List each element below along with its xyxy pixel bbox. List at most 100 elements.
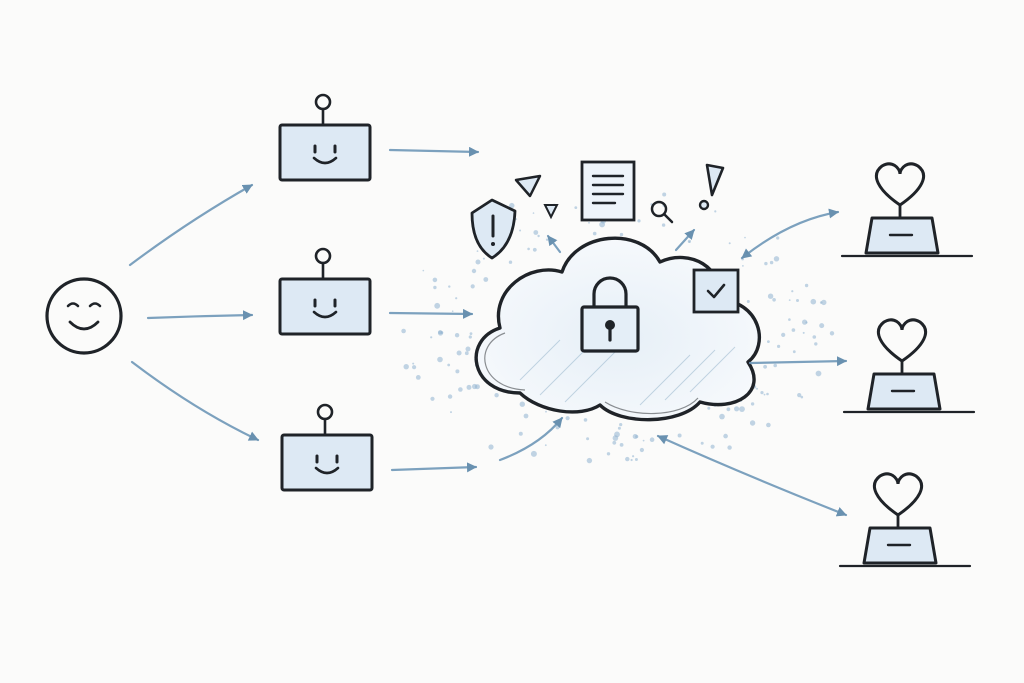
speckle-dot xyxy=(639,447,645,453)
speckle-dot xyxy=(519,401,525,407)
speckle-dot xyxy=(800,395,804,399)
arrow-to-cloud-base xyxy=(498,416,564,462)
speckle-dot xyxy=(819,301,823,304)
speckle-dot xyxy=(662,192,667,197)
speckle-dot xyxy=(403,364,409,370)
arrow-agent-bottom-to-cloud xyxy=(390,462,478,473)
speckle-dot xyxy=(617,426,621,430)
arrow-agent-middle-to-cloud xyxy=(388,308,474,319)
speckle-dot xyxy=(764,261,768,266)
speckle-dot xyxy=(458,387,463,392)
speckle-dot xyxy=(814,342,818,346)
cloud-hatching xyxy=(519,339,736,406)
speckle-dot xyxy=(763,393,766,396)
speckle-dot xyxy=(805,321,808,324)
speckle-dot xyxy=(687,239,692,243)
heart-device-icon xyxy=(840,162,974,258)
speckle-dot xyxy=(470,284,475,289)
speckle-dot xyxy=(464,351,469,356)
speckle-dot xyxy=(619,232,624,237)
speckle-dot xyxy=(433,285,437,290)
speckle-dot xyxy=(432,277,438,283)
user-face-icon xyxy=(45,277,123,355)
speckle-dot xyxy=(606,452,611,456)
arrow-user-to-agent-middle xyxy=(146,310,254,321)
speckle-dot xyxy=(434,302,441,309)
speckle-dot xyxy=(586,457,593,464)
speckle-dot xyxy=(781,332,786,337)
speckle-dot xyxy=(630,458,633,462)
speckle-dot xyxy=(649,437,655,443)
speckle-dot xyxy=(773,363,777,368)
speckle-dot xyxy=(777,344,781,348)
speckle-dot xyxy=(707,406,711,410)
arrow-agent-top-to-cloud xyxy=(388,146,480,157)
speckle-dot xyxy=(815,370,822,377)
speckle-dot xyxy=(494,393,499,398)
speckle-dot xyxy=(412,365,417,370)
speckle-dot xyxy=(451,310,454,313)
speckle-dot xyxy=(746,300,750,303)
speckle-dot xyxy=(788,318,791,321)
speckle-dot xyxy=(469,332,473,335)
speckle-dot xyxy=(767,340,770,343)
checkbox-icon xyxy=(692,268,740,314)
speckle-dot xyxy=(592,231,597,236)
speckle-dot xyxy=(456,350,462,356)
speckle-dot xyxy=(726,407,731,412)
speckle-dot xyxy=(760,391,764,395)
speckle-dot xyxy=(635,435,639,439)
speckle-dot xyxy=(766,422,771,428)
arrow-user-to-agent-bottom xyxy=(130,360,260,442)
speckle-dot xyxy=(532,212,535,214)
speckle-dot xyxy=(634,458,638,461)
speckle-dot xyxy=(766,392,769,396)
speckle-dot xyxy=(537,234,540,238)
robot-agent-icon xyxy=(280,403,374,492)
speckle-dot xyxy=(448,285,451,288)
speckle-dot xyxy=(515,218,518,220)
speckle-dot xyxy=(527,247,530,251)
speckle-dot xyxy=(796,299,799,302)
speckle-dot xyxy=(450,411,452,414)
speckle-dot xyxy=(750,402,755,406)
speckle-dot xyxy=(619,443,624,447)
speckle-dot xyxy=(412,362,415,365)
speckle-dot xyxy=(642,439,645,442)
speckle-dot xyxy=(483,277,489,282)
speckle-dot xyxy=(545,238,549,241)
speckle-dot xyxy=(773,256,780,262)
speckle-dot xyxy=(821,299,827,306)
robot-agent-icon xyxy=(278,247,372,336)
speckle-dot xyxy=(763,364,767,369)
robot-agent-icon xyxy=(278,93,372,182)
speckle-dot xyxy=(438,330,443,335)
speckle-dot xyxy=(565,416,570,421)
arrow-user-to-agent-top xyxy=(128,183,254,267)
arrow-cloud-recipient-bottom xyxy=(656,434,848,517)
speckle-dot xyxy=(532,247,537,252)
heart-device-icon xyxy=(842,318,976,414)
arrow-cloud-up-left xyxy=(546,234,562,254)
speckle-dot xyxy=(804,283,809,288)
speckle-dot xyxy=(482,257,485,260)
speckle-dot xyxy=(401,328,406,334)
warning-shield-icon xyxy=(470,198,517,260)
speckle-dot xyxy=(437,356,443,363)
speckle-dot xyxy=(719,413,725,420)
speckle-dot xyxy=(422,269,425,272)
heart-device-icon xyxy=(838,472,972,568)
speckle-dot xyxy=(749,420,756,426)
speckle-dot xyxy=(700,441,704,445)
speckle-dot xyxy=(454,333,460,338)
speckle-dot xyxy=(677,433,682,438)
speckle-dot xyxy=(475,259,481,265)
speckle-dot xyxy=(756,387,758,390)
speckle-dot xyxy=(829,331,835,336)
speckle-dot xyxy=(767,293,774,299)
speckle-dot xyxy=(519,229,522,232)
padlock-icon xyxy=(580,276,640,353)
speckle-dot xyxy=(588,221,590,224)
small-triangle-icon xyxy=(543,204,559,220)
